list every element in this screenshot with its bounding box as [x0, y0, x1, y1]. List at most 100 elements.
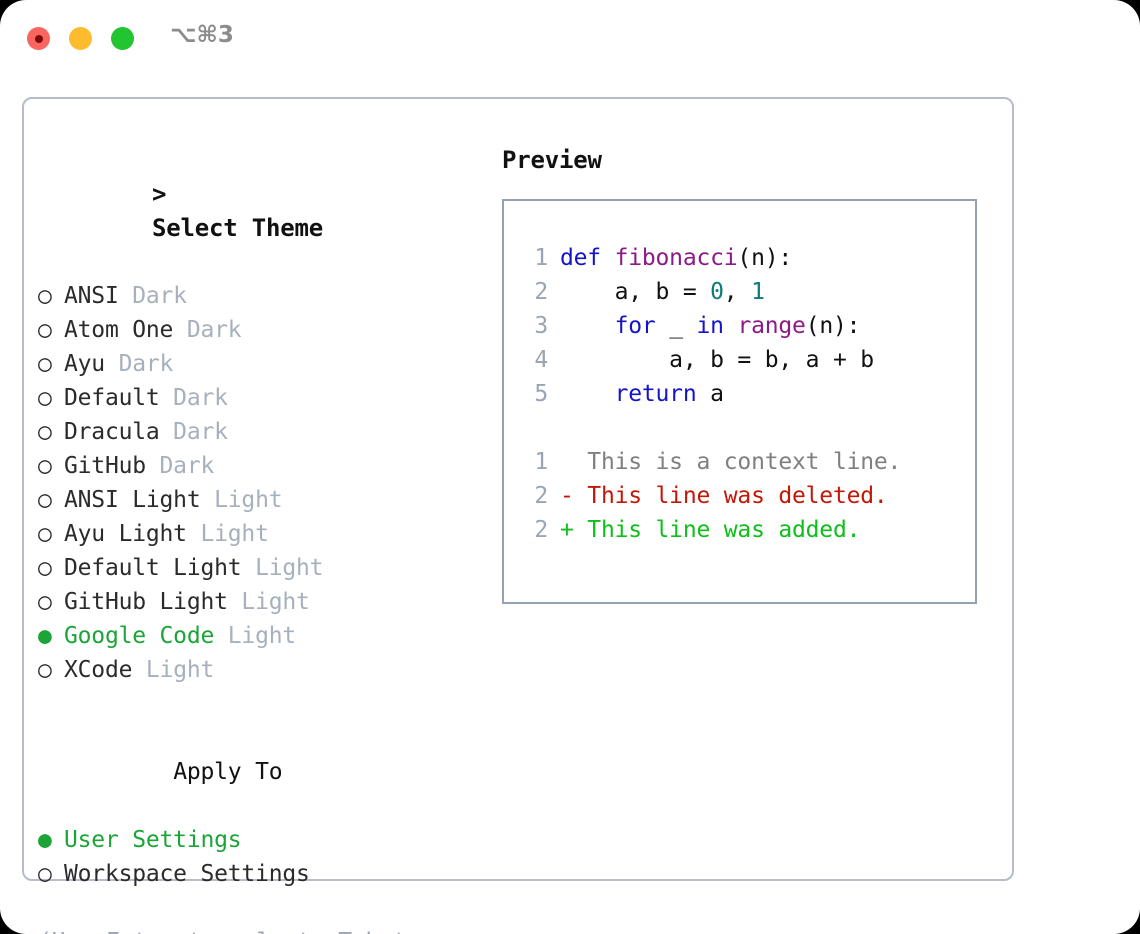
line-number: 3	[534, 313, 548, 339]
list-spacer	[38, 687, 493, 721]
theme-option-dracula[interactable]: ○ Dracula Dark	[38, 415, 493, 449]
main-panel: > Select Theme ○ANSI Dark○Atom One Dark○…	[22, 97, 1014, 934]
apply-to-option-user-settings[interactable]: ● User Settings	[38, 823, 493, 857]
theme-variant-tag: Light	[227, 589, 310, 615]
code-token	[724, 313, 738, 339]
theme-option-ansi-light[interactable]: ○ANSI Light Light	[38, 483, 493, 517]
theme-variant-tag: Light	[241, 555, 324, 581]
theme-option-ayu[interactable]: ○ Ayu Dark	[38, 347, 493, 381]
prompt-caret: >	[152, 180, 167, 208]
code-token: (n):	[805, 313, 861, 339]
theme-option-label: Default	[64, 385, 160, 411]
code-token: (n):	[737, 245, 793, 271]
code-token: fibonacci	[614, 245, 738, 271]
theme-option-ansi[interactable]: ○ ANSI Dark	[38, 279, 493, 313]
theme-option-label: Dracula	[64, 419, 160, 445]
diff-line-ctx: 1 This is a context line.	[520, 445, 975, 479]
theme-variant-tag: Dark	[145, 453, 215, 479]
theme-option-label: Ayu Light	[64, 521, 187, 547]
theme-option-github[interactable]: ○ GitHub Dark	[38, 449, 493, 483]
radio-unselected-icon: ○	[38, 861, 52, 887]
theme-option-atom-one[interactable]: ○Atom One Dark	[38, 313, 493, 347]
diff-text: This line was deleted.	[573, 483, 888, 509]
radio-unselected-icon: ○	[38, 283, 52, 309]
theme-option-label: ANSI Light	[64, 487, 201, 513]
select-theme-heading: > Select Theme	[38, 143, 493, 279]
diff-sign: +	[560, 517, 574, 543]
code-token: a	[696, 381, 724, 407]
theme-option-label: ANSI	[64, 283, 119, 309]
keyboard-hint-text: (Use Enter to select, Tab to change focu…	[38, 925, 448, 934]
radio-selected-icon: ●	[38, 827, 52, 853]
radio-unselected-icon: ○	[38, 351, 52, 377]
radio-unselected-icon: ○	[38, 453, 52, 479]
code-token: 1	[751, 279, 765, 305]
diff-text: This is a context line.	[573, 449, 902, 475]
minimize-window-button[interactable]	[69, 27, 92, 50]
code-line: 3 for _ in range(n):	[520, 309, 975, 343]
code-token: for	[614, 313, 656, 339]
maximize-window-button[interactable]	[111, 27, 134, 50]
theme-option-label: XCode	[64, 657, 133, 683]
theme-variant-tag: Light	[132, 657, 215, 683]
theme-selection-column: > Select Theme ○ANSI Dark○Atom One Dark○…	[38, 143, 493, 934]
diff-line-add: 2 + This line was added.	[520, 513, 975, 547]
apply-to-option-label: User Settings	[64, 827, 242, 853]
code-token	[560, 381, 615, 407]
traffic-lights	[27, 27, 134, 50]
apply-to-heading: Apply To	[38, 721, 493, 823]
code-token: return	[614, 381, 697, 407]
theme-variant-tag: Dark	[159, 385, 228, 411]
radio-unselected-icon: ○	[38, 419, 52, 445]
radio-unselected-icon: ○	[38, 555, 52, 581]
code-token: _	[655, 313, 697, 339]
line-number: 2	[534, 483, 548, 509]
theme-variant-tag: Light	[186, 521, 269, 547]
theme-variant-tag: Light	[214, 623, 297, 649]
keyboard-shortcut-label: ⌥⌘3	[170, 22, 234, 48]
radio-unselected-icon: ○	[38, 385, 52, 411]
code-token: def	[560, 245, 615, 271]
theme-option-github-light[interactable]: ○ GitHub Light Light	[38, 585, 493, 619]
diff-line-del: 2- This line was deleted.	[520, 479, 975, 513]
theme-option-xcode[interactable]: ○ XCode Light	[38, 653, 493, 687]
radio-unselected-icon: ○	[38, 657, 52, 683]
theme-option-ayu-light[interactable]: ○ Ayu Light Light	[38, 517, 493, 551]
diff-sample: 1 This is a context line.2- This line wa…	[520, 445, 975, 547]
code-token: a, b =	[560, 279, 711, 305]
line-number: 2	[534, 517, 548, 543]
diff-sign	[560, 449, 574, 475]
theme-variant-tag: Dark	[159, 419, 228, 445]
code-line: 2 a, b = 0, 1	[520, 275, 975, 309]
line-number: 4	[534, 347, 548, 373]
theme-variant-tag: Dark	[104, 351, 174, 377]
line-number: 2	[534, 279, 548, 305]
radio-unselected-icon: ○	[38, 521, 52, 547]
theme-option-list: ○ANSI Dark○Atom One Dark○Ayu Dark○Defaul…	[38, 279, 493, 687]
code-diff-separator	[520, 411, 975, 445]
theme-variant-tag: Dark	[118, 283, 187, 309]
diff-text: This line was added.	[573, 517, 861, 543]
code-line: 4 a, b = b, a + b	[520, 343, 975, 377]
theme-option-label: Default Light	[64, 555, 242, 581]
close-window-button[interactable]	[27, 27, 50, 50]
theme-option-default-light[interactable]: ○ Default Light Light	[38, 551, 493, 585]
theme-option-default[interactable]: ○ Default Dark	[38, 381, 493, 415]
apply-to-option-workspace-settings[interactable]: ○ Workspace Settings	[38, 857, 493, 891]
code-token: range	[737, 313, 806, 339]
theme-option-label: Ayu	[64, 351, 105, 377]
theme-variant-tag: Dark	[173, 317, 242, 343]
radio-unselected-icon: ○	[38, 589, 52, 615]
line-number: 1	[534, 245, 548, 271]
select-theme-label: Select Theme	[152, 214, 323, 242]
title-bar: ⌥⌘3	[0, 0, 1140, 78]
apply-to-option-label: Workspace Settings	[64, 861, 310, 887]
theme-option-label: GitHub	[64, 453, 146, 479]
line-number: 1	[534, 449, 548, 475]
code-token: 0	[710, 279, 724, 305]
theme-option-label: GitHub Light	[64, 589, 228, 615]
theme-option-google-code[interactable]: ●Google Code Light	[38, 619, 493, 653]
